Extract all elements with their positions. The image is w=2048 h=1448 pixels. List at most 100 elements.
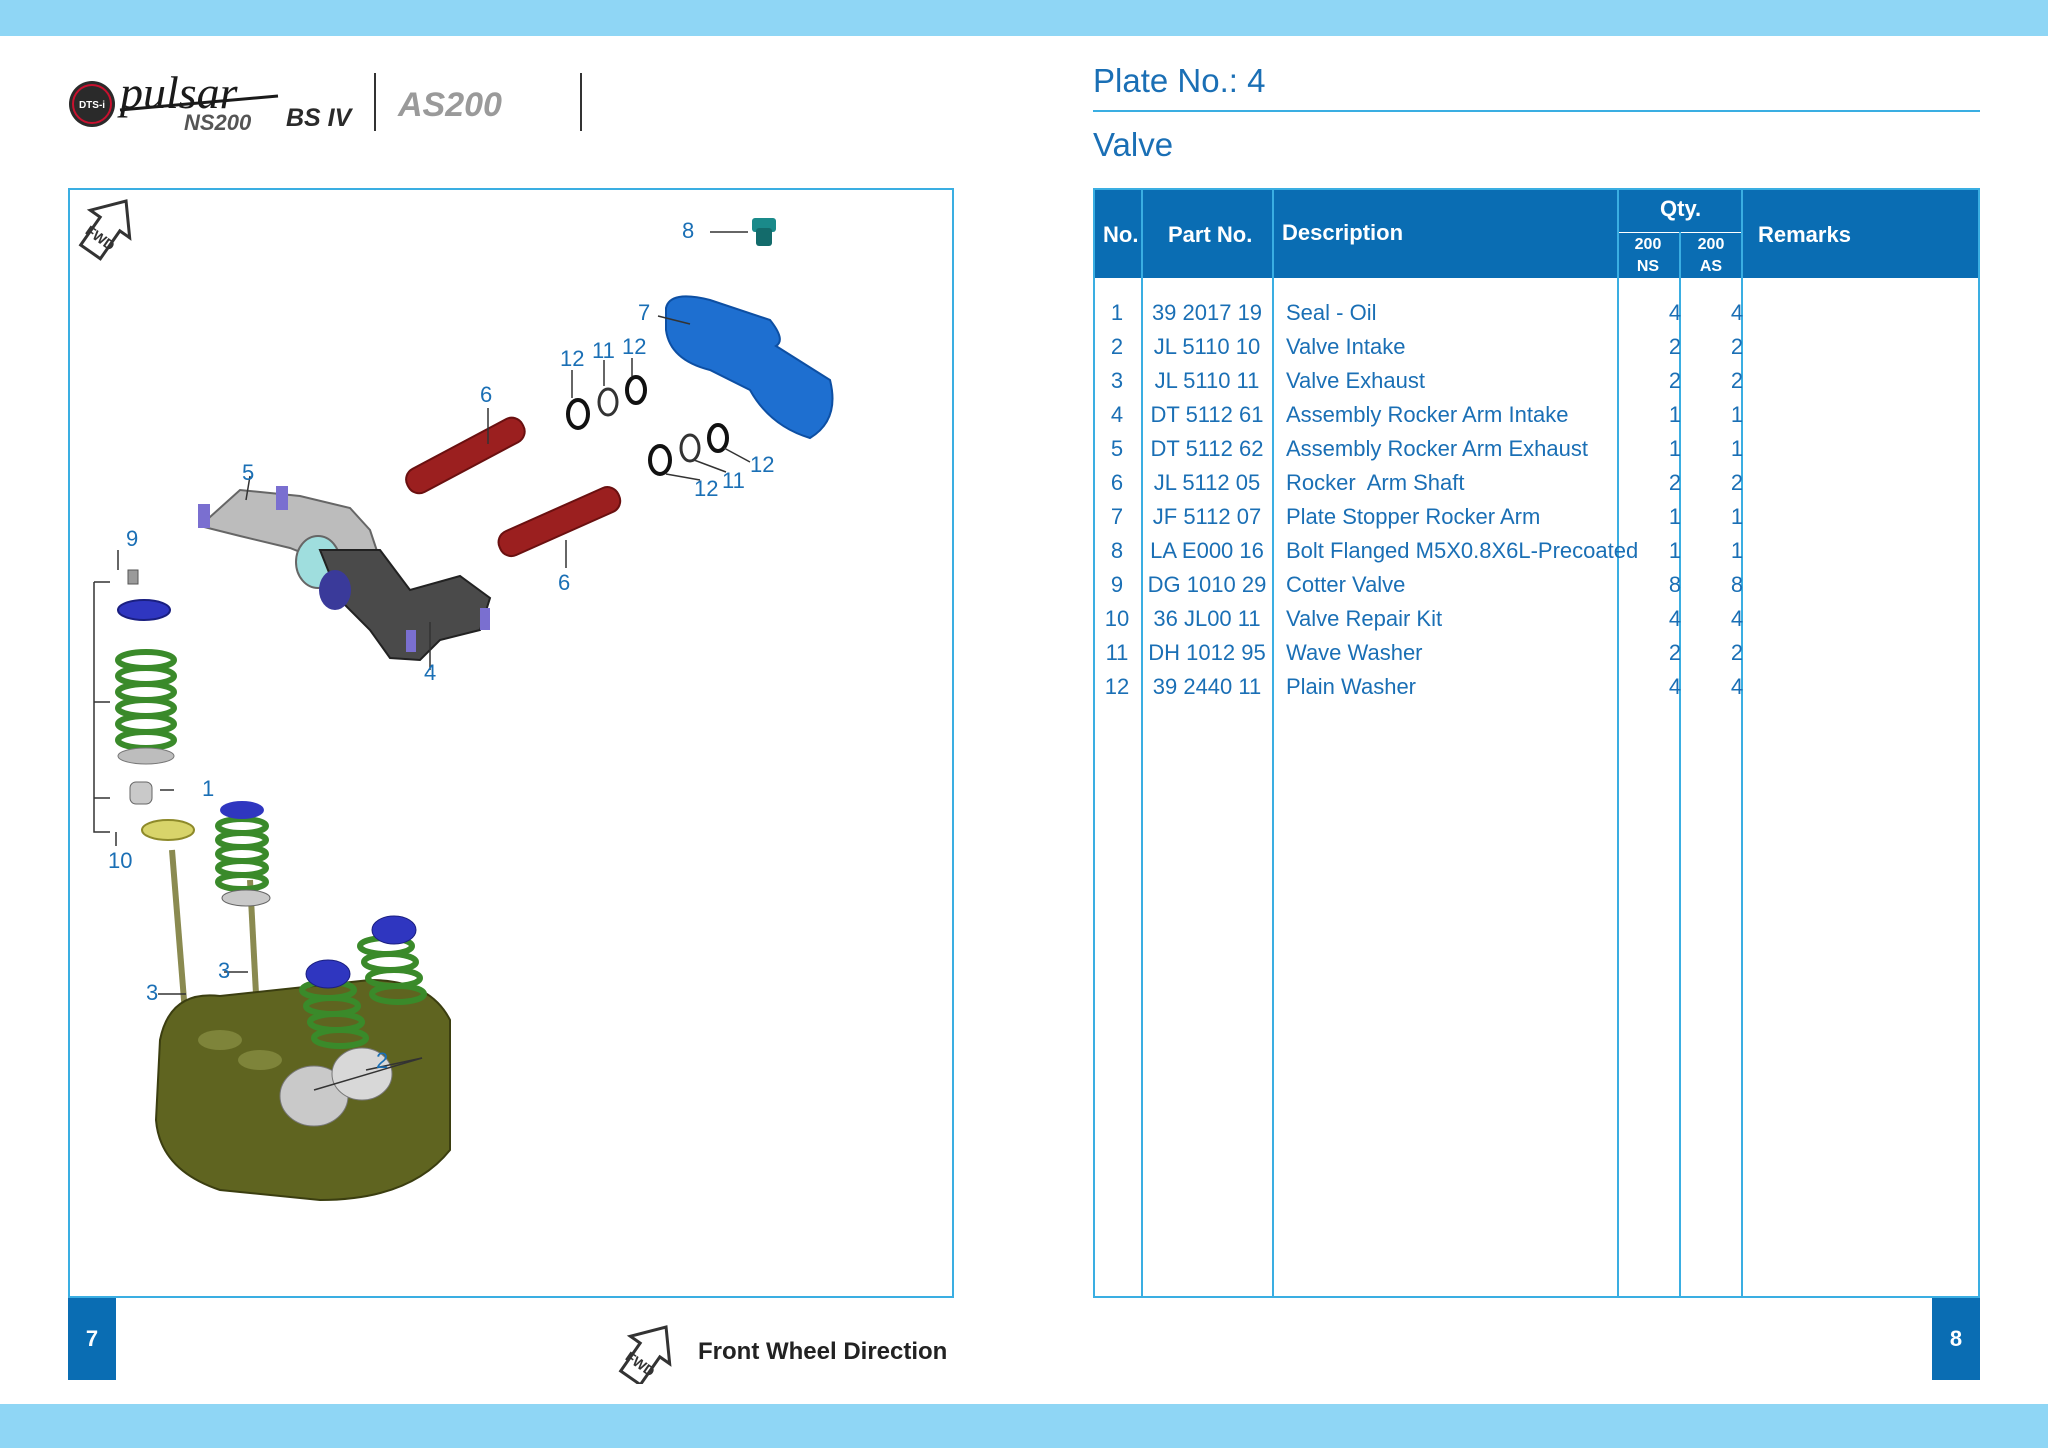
cell-no: 8 [1110,538,1124,563]
callout-7: 7 [638,300,651,325]
cell-no: 6 [1110,470,1124,495]
header-ns-label: NS [1636,258,1660,275]
seal-oil [129,781,153,805]
model-as-wordmark: AS200 [397,86,502,124]
plate-number: Plate No.: 4 [1093,62,1266,99]
cell-qty-as: 2 [1730,334,1744,359]
bottom-band [0,1404,2048,1448]
table-row: 5 DT 5112 62 Assembly Rocker Arm Exhaust… [1093,436,1980,470]
cell-part-no: DT 5112 62 [1150,436,1264,461]
callout-12: 12 [622,334,647,359]
cell-qty-ns: 1 [1668,436,1682,461]
callout-6: 6 [558,570,571,595]
cell-no: 12 [1104,674,1130,699]
cell-qty-as: 4 [1730,300,1744,325]
callout-11: 11 [722,468,745,493]
model-ns-wordmark: NS200 [184,110,252,135]
cell-qty-ns: 2 [1668,334,1682,359]
callout-12: 12 [694,476,719,501]
callout-10: 10 [108,848,133,873]
table-row: 8 LA E000 16 Bolt Flanged M5X0.8X6L-Prec… [1093,538,1980,572]
column-divider [1272,188,1274,1298]
cell-part-no: JL 5110 10 [1153,334,1261,359]
cell-part-no: DH 1012 95 [1148,640,1266,665]
cell-qty-as: 1 [1730,402,1744,427]
page-number-right: 8 [1932,1298,1980,1380]
rocker-arm-shaft-upper [405,416,526,495]
cell-no: 2 [1110,334,1124,359]
table-row: 12 39 2440 11 Plain Washer 4 4 [1093,674,1980,708]
cell-part-no: JL 5110 11 [1154,368,1260,393]
cell-qty-ns: 1 [1668,538,1682,563]
cell-qty-as: 4 [1730,606,1744,631]
cell-description: Seal - Oil [1286,300,1377,325]
column-divider [1617,188,1619,1298]
cell-part-no: JL 5112 05 [1153,470,1261,495]
table-row: 10 36 JL00 11 Valve Repair Kit 4 4 [1093,606,1980,640]
cell-qty-as: 2 [1730,368,1744,393]
fwd-legend-icon: FWD [616,1318,736,1387]
cell-qty-ns: 4 [1668,674,1682,699]
table-header [1093,188,1980,278]
cell-qty-ns: 1 [1668,402,1682,427]
callout-9: 9 [126,526,139,551]
cell-qty-ns: 1 [1668,504,1682,529]
cell-description: Plain Washer [1286,674,1417,699]
callout-2: 2 [376,1048,389,1073]
table-row: 4 DT 5112 61 Assembly Rocker Arm Intake … [1093,402,1980,436]
washer-12-top [566,398,590,430]
part-7-plate-stopper [665,295,834,440]
table-row: 2 JL 5110 10 Valve Intake 2 2 [1093,334,1980,368]
valve-spring [115,649,177,751]
callout-3: 3 [146,980,159,1005]
section-title: Valve [1093,126,1174,163]
table-row: 1 39 2017 19 Seal - Oil 4 4 [1093,300,1980,334]
rocker-arm-shaft-lower [497,486,622,558]
callout-6: 6 [480,382,493,407]
table-row: 7 JF 5112 07 Plate Stopper Rocker Arm 1 … [1093,504,1980,538]
cell-qty-ns: 2 [1668,470,1682,495]
washer-12-lower [648,444,672,476]
table-row: 3 JL 5110 11 Valve Exhaust 2 2 [1093,368,1980,402]
cell-qty-as: 2 [1730,470,1744,495]
cotter-valve [127,569,139,585]
parts-table [1093,188,1980,1298]
washer-11-lower [679,433,701,463]
brand-logo: DTS-i pulsar NS200 AS200 [68,67,608,136]
header-no: No. [1103,222,1139,247]
cell-qty-as: 1 [1730,538,1744,563]
exploded-diagram: FWD [68,188,954,1298]
cell-description: Cotter Valve [1286,572,1406,597]
cell-description: Valve Intake [1286,334,1406,359]
fwd-arrow-icon: FWD [78,199,132,261]
valve-spring-exhaust [215,816,269,892]
cell-no: 1 [1110,300,1124,325]
cell-no: 3 [1110,368,1124,393]
cell-qty-as: 4 [1730,674,1744,699]
column-divider [1741,188,1743,1298]
callout-12: 12 [560,346,585,371]
callout-5: 5 [242,460,255,485]
cell-no: 7 [1110,504,1124,529]
cell-description: Plate Stopper Rocker Arm [1286,504,1541,529]
cell-qty-ns: 2 [1668,368,1682,393]
cell-qty-as: 2 [1730,640,1744,665]
cell-part-no: 39 2017 19 [1151,300,1263,325]
fwd-legend-text: Front Wheel Direction [698,1338,948,1365]
cell-part-no: 36 JL00 11 [1153,606,1261,631]
table-row: 11 DH 1012 95 Wave Washer 2 2 [1093,640,1980,674]
cell-part-no: DG 1010 29 [1147,572,1267,597]
cell-part-no: JF 5112 07 [1152,504,1262,529]
cell-qty-as: 1 [1730,436,1744,461]
cell-qty-as: 8 [1730,572,1744,597]
table-row: 9 DG 1010 29 Cotter Valve 8 8 [1093,572,1980,606]
cell-no: 9 [1110,572,1124,597]
plate-divider [1093,110,1980,112]
washer-12-top-2 [625,375,647,405]
part-8-bolt [752,218,776,246]
cell-description: Assembly Rocker Arm Intake [1286,402,1569,427]
cell-description: Rocker Arm Shaft [1286,470,1465,495]
cell-part-no: DT 5112 61 [1150,402,1264,427]
header-qty: Qty. [1660,196,1702,221]
header-description: Description [1282,220,1404,245]
